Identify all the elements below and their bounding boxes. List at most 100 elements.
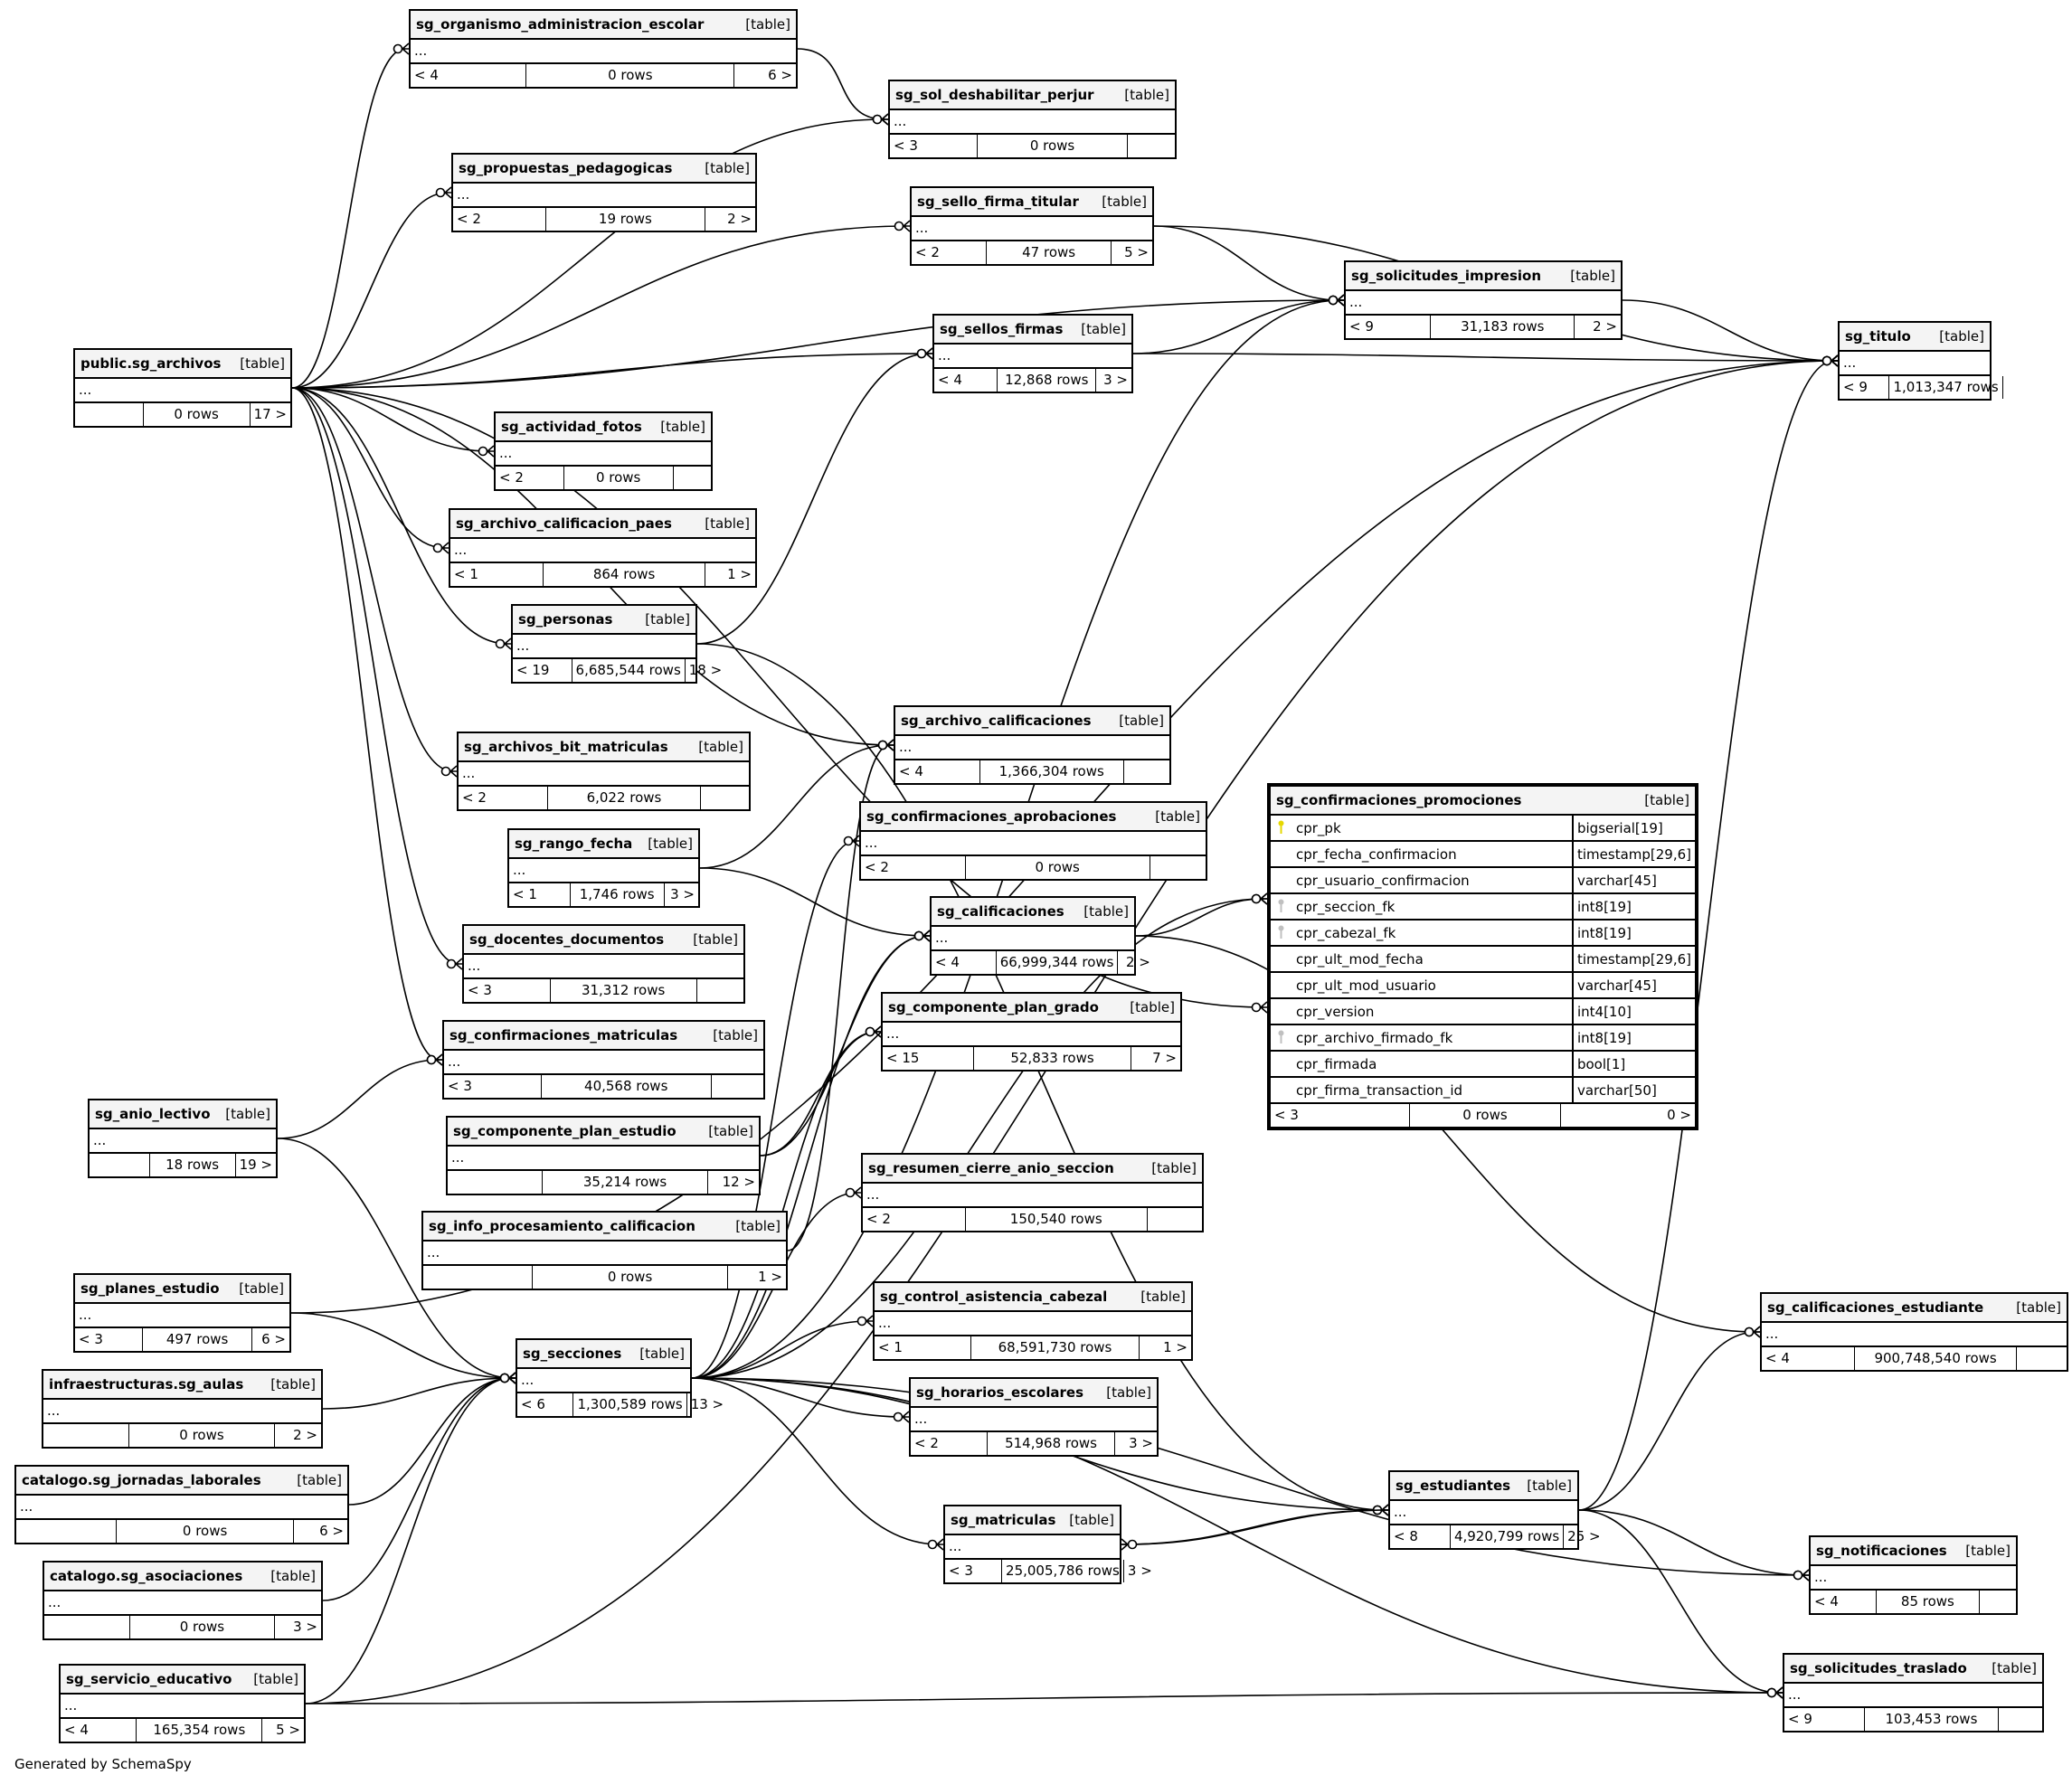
parents-count[interactable]: < 3 bbox=[945, 1560, 1003, 1582]
parents-count[interactable]: < 4 bbox=[411, 64, 527, 87]
columns-collapsed[interactable]: ... bbox=[895, 736, 1169, 760]
table-name[interactable]: sg_resumen_cierre_anio_seccion bbox=[868, 1160, 1114, 1176]
children-count[interactable]: 19 > bbox=[239, 1157, 272, 1173]
children-count[interactable]: 7 > bbox=[1152, 1050, 1177, 1066]
children-count[interactable]: 0 > bbox=[1667, 1107, 1691, 1123]
parents-count[interactable] bbox=[423, 1266, 534, 1289]
columns-collapsed[interactable]: ... bbox=[1762, 1323, 2067, 1347]
parents-count[interactable]: < 4 bbox=[934, 369, 998, 392]
table-sg-archivo-calificacion-paes[interactable]: sg_archivo_calificacion_paes[table]...< … bbox=[449, 508, 757, 588]
children-count[interactable] bbox=[1124, 760, 1169, 783]
children-count[interactable] bbox=[1148, 1208, 1203, 1231]
children-count[interactable]: 1 > bbox=[1163, 1339, 1187, 1355]
table-name[interactable]: sg_sellos_firmas bbox=[940, 321, 1064, 337]
columns-collapsed[interactable]: ... bbox=[75, 1304, 289, 1328]
children-count[interactable]: 25 > bbox=[1567, 1528, 1601, 1544]
table-name[interactable]: sg_confirmaciones_promociones bbox=[1276, 792, 1522, 808]
columns-collapsed[interactable]: ... bbox=[411, 40, 796, 64]
children-count[interactable]: 5 > bbox=[276, 1722, 300, 1738]
table-name[interactable]: sg_archivo_calificacion_paes bbox=[456, 515, 672, 532]
table-sg-confirmaciones-promociones[interactable]: sg_confirmaciones_promociones [table] cp… bbox=[1267, 783, 1698, 1130]
table-catalogo-sg-jornadas-laborales[interactable]: catalogo.sg_jornadas_laborales[table]...… bbox=[14, 1465, 349, 1544]
table-name[interactable]: infraestructuras.sg_aulas bbox=[49, 1376, 244, 1393]
parents-count[interactable] bbox=[90, 1154, 150, 1176]
columns-collapsed[interactable]: ... bbox=[448, 1147, 759, 1171]
parents-count[interactable]: < 2 bbox=[496, 467, 564, 489]
children-count[interactable] bbox=[674, 467, 711, 489]
children-count[interactable]: 17 > bbox=[253, 406, 287, 422]
parents-count[interactable]: < 4 bbox=[1762, 1347, 1856, 1370]
parents-count[interactable]: < 9 bbox=[1784, 1708, 1865, 1731]
columns-collapsed[interactable]: ... bbox=[863, 1184, 1202, 1208]
table-sg-control-asistencia-cabezal[interactable]: sg_control_asistencia_cabezal[table]...<… bbox=[873, 1281, 1193, 1361]
children-count[interactable] bbox=[2017, 1347, 2067, 1370]
parents-count[interactable]: < 15 bbox=[883, 1047, 975, 1070]
columns-collapsed[interactable]: ... bbox=[861, 832, 1206, 856]
table-name[interactable]: sg_sol_deshabilitar_perjur bbox=[895, 87, 1094, 103]
children-count[interactable] bbox=[1980, 1591, 2016, 1613]
table-name[interactable]: sg_estudiantes bbox=[1396, 1478, 1511, 1494]
table-name[interactable]: sg_archivos_bit_matriculas bbox=[464, 739, 668, 755]
table-name[interactable]: sg_confirmaciones_matriculas bbox=[449, 1027, 678, 1043]
table-name[interactable]: catalogo.sg_asociaciones bbox=[50, 1568, 243, 1584]
children-count[interactable]: 6 > bbox=[768, 67, 792, 83]
parents-count[interactable]: < 4 bbox=[61, 1719, 137, 1742]
children-count[interactable]: 3 > bbox=[293, 1619, 317, 1635]
columns-collapsed[interactable]: ... bbox=[61, 1695, 304, 1719]
columns-collapsed[interactable]: ... bbox=[934, 345, 1131, 369]
table-name[interactable]: sg_componente_plan_grado bbox=[888, 999, 1099, 1015]
table-name[interactable]: sg_secciones bbox=[523, 1345, 622, 1362]
parents-count[interactable]: < 1 bbox=[509, 883, 571, 906]
children-count[interactable] bbox=[697, 979, 743, 1002]
children-count[interactable] bbox=[712, 1075, 763, 1098]
columns-collapsed[interactable]: ... bbox=[513, 635, 695, 659]
parents-count[interactable]: < 3 bbox=[444, 1075, 542, 1098]
table-infraestructuras-sg-aulas[interactable]: infraestructuras.sg_aulas[table]...0 row… bbox=[42, 1369, 323, 1449]
parents-count[interactable]: < 4 bbox=[895, 760, 980, 783]
table-name[interactable]: sg_archivo_calificaciones bbox=[901, 713, 1092, 729]
children-count[interactable]: 5 > bbox=[1124, 244, 1149, 260]
children-count[interactable]: 3 > bbox=[1103, 372, 1128, 388]
columns-collapsed[interactable]: ... bbox=[1840, 352, 1990, 376]
parents-count[interactable]: < 4 bbox=[932, 951, 997, 974]
table-name[interactable]: sg_horarios_escolares bbox=[916, 1384, 1084, 1401]
parents-count[interactable]: < 2 bbox=[911, 1432, 989, 1455]
children-count[interactable]: 1 > bbox=[758, 1269, 782, 1285]
parents-count[interactable]: < 1 bbox=[875, 1336, 971, 1359]
table-name[interactable]: sg_titulo bbox=[1845, 328, 1911, 345]
table-name[interactable]: sg_docentes_documentos bbox=[469, 931, 665, 948]
children-count[interactable]: 2 > bbox=[1593, 318, 1617, 335]
parents-count[interactable] bbox=[75, 403, 144, 426]
parents-count[interactable] bbox=[43, 1424, 129, 1447]
table-sg-info-procesamiento-calificacion[interactable]: sg_info_procesamiento_calificacion[table… bbox=[421, 1211, 788, 1290]
children-count[interactable]: 2 > bbox=[293, 1427, 317, 1443]
table-catalogo-sg-asociaciones[interactable]: catalogo.sg_asociaciones[table]...0 rows… bbox=[43, 1561, 323, 1640]
table-sg-confirmaciones-aprobaciones[interactable]: sg_confirmaciones_aprobaciones[table]...… bbox=[859, 801, 1207, 881]
children-count[interactable]: 3 > bbox=[1129, 1435, 1153, 1451]
children-count[interactable]: 12 > bbox=[722, 1174, 755, 1190]
table-name[interactable]: sg_solicitudes_traslado bbox=[1790, 1660, 1967, 1676]
columns-collapsed[interactable]: ... bbox=[890, 110, 1175, 135]
children-count[interactable]: 6 > bbox=[319, 1523, 344, 1539]
columns-collapsed[interactable]: ... bbox=[423, 1242, 786, 1266]
children-count[interactable] bbox=[1999, 1708, 2042, 1731]
